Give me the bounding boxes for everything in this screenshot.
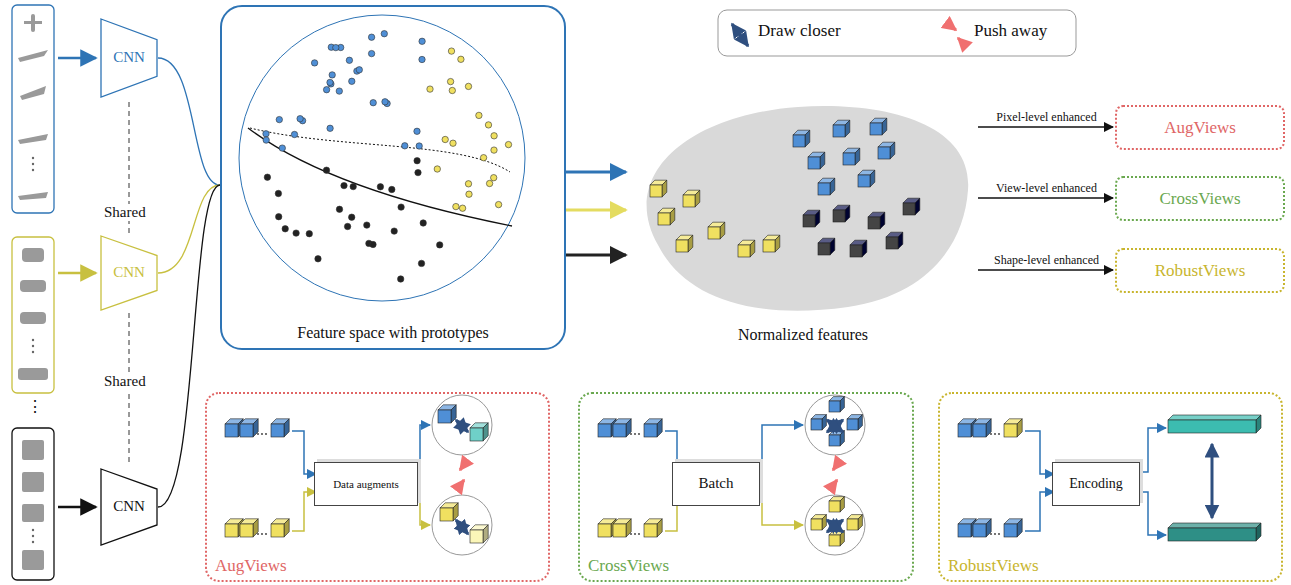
object-thumbnails [18, 14, 48, 570]
panel: Feature space with prototypes [220, 5, 566, 350]
image-column [12, 428, 54, 580]
cnn-block: CNN [100, 468, 158, 546]
feature-dots [263, 31, 512, 283]
box-label: Encoding [1053, 476, 1139, 492]
image-column [12, 237, 54, 393]
feature-sphere [239, 15, 525, 301]
connector [978, 126, 1113, 127]
connector [978, 269, 1113, 270]
process-box: RobustViews [1115, 248, 1285, 293]
box-label: Batch [673, 475, 759, 492]
node-shape [628, 95, 978, 350]
panel: Normalized features [628, 95, 978, 350]
panel-title: Normalized features [628, 326, 978, 344]
connector [978, 197, 1113, 198]
box-label: RobustViews [1117, 261, 1283, 281]
cnn-block: CNN [100, 235, 158, 311]
box-label: CNN [100, 49, 158, 66]
shared-label: Shared [104, 373, 146, 390]
decision-boundary [250, 128, 510, 172]
panel: CrossViews Batch [578, 392, 914, 582]
legend-text: Push away [974, 22, 1047, 41]
process-box: CrossViews [1115, 176, 1285, 221]
connector [566, 209, 626, 212]
box-label: Data augments [315, 478, 417, 491]
panel-title: RobustViews [948, 556, 1039, 576]
draw-closer-icon [732, 24, 748, 46]
input-arrow [58, 272, 96, 275]
push-away-icon [958, 38, 966, 46]
decision-boundary [248, 128, 512, 226]
legend-text: Draw closer [758, 22, 841, 41]
box-label: CNN [100, 264, 158, 281]
process-box: Data augments [314, 462, 418, 506]
push-away-icon [948, 24, 956, 30]
connector [566, 254, 626, 257]
connector [566, 171, 626, 174]
input-arrow [58, 506, 96, 509]
panel-title: CrossViews [588, 556, 669, 576]
panel-title: Feature space with prototypes [222, 324, 564, 342]
box-label: AugViews [1117, 118, 1283, 138]
connector [158, 58, 220, 185]
shared-line [129, 313, 130, 466]
panel-illustrations [225, 395, 1261, 555]
panel-title: AugViews [215, 556, 287, 576]
ellipsis-dots [32, 157, 34, 543]
image-column [12, 5, 54, 213]
box-label: CNN [100, 498, 158, 515]
process-box: Encoding [1052, 462, 1140, 506]
edge-label: Pixel-level enhanced [996, 111, 1096, 124]
process-box: Batch [672, 462, 760, 506]
connector [158, 185, 220, 507]
cnn-block: CNN [100, 18, 158, 98]
legend-box [718, 10, 1076, 56]
box-label: CrossViews [1117, 189, 1283, 209]
edge-label: View-level enhanced [996, 182, 1097, 195]
ellipsis-label: ⋮ [27, 398, 43, 416]
process-box: AugViews [1115, 105, 1285, 150]
shared-label: Shared [104, 204, 146, 221]
input-arrow [58, 57, 96, 60]
panel: AugViews Data augments [205, 392, 550, 582]
panel: RobustViews Encoding [938, 392, 1283, 582]
edge-label: Shape-level enhanced [994, 254, 1099, 267]
